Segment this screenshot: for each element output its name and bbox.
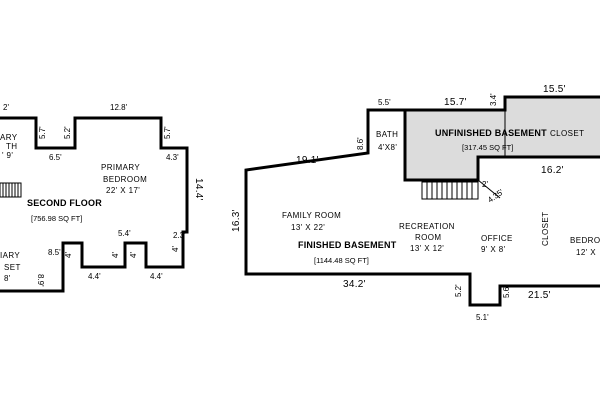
dim-span-43: 4.3' [166, 153, 179, 162]
bath-size: 4'X8' [378, 143, 397, 152]
dim-top-55: 5.5' [378, 98, 391, 107]
second-floor-stairs [0, 182, 22, 198]
dim-diag-435: 4.35' [486, 187, 506, 204]
dim-left-side: 16.3' [231, 209, 242, 232]
primary-bath-line2: TH [6, 142, 17, 151]
dim-mid-162: 16.2' [541, 165, 564, 176]
dim-span-85: 8.5' [48, 248, 61, 257]
dim-bottom-44b: 4.4' [150, 272, 163, 281]
closet-vertical-label: CLOSET [541, 212, 550, 246]
primary-bath-line1: ARY [0, 133, 18, 142]
recreation-room-line1: RECREATION [399, 222, 455, 231]
dim-small-34: 3.4' [489, 93, 498, 106]
unfinished-basement-area [405, 97, 600, 180]
unfinished-basement-title: UNFINISHED BASEMENT [435, 128, 547, 138]
dim-bottom-342: 34.2' [343, 279, 366, 290]
closet-partial-size: 8' [4, 274, 11, 283]
second-floor-area: [756.98 SQ FT] [31, 214, 82, 223]
dim-small-4a: 4' [64, 252, 73, 258]
dim-span-89: 8.9' [36, 274, 45, 287]
family-room-name: FAMILY ROOM [282, 211, 341, 220]
office-name: OFFICE [481, 234, 513, 243]
dim-notch-51: 5.1' [476, 313, 489, 322]
closet-partial-line1: IARY [0, 251, 20, 260]
bath-right-wall [403, 108, 480, 182]
unfinished-basement-area-label: [317.45 SQ FT] [462, 143, 513, 152]
dim-notch-56: 5.6' [502, 285, 511, 298]
dim-top-left: 2' [3, 103, 9, 112]
basement-outer-wall [244, 95, 600, 307]
basement-stairs [421, 181, 479, 200]
dim-right-side: 14.4' [193, 178, 204, 201]
dim-bath-side: 8.6' [356, 137, 365, 150]
finished-basement-area: [1144.48 SQ FT] [314, 256, 369, 265]
family-room-size: 13' X 22' [291, 223, 325, 232]
unfinished-basement-wall [476, 155, 600, 182]
dim-bottom-215: 21.5' [528, 290, 551, 301]
dim-span-65: 6.5' [49, 153, 62, 162]
dim-top-mid: 12.8' [110, 103, 128, 112]
dim-bottom-44a: 4.4' [88, 272, 101, 281]
dim-notch-c: 5.7' [163, 126, 172, 139]
recreation-room-line2: ROOM [415, 233, 442, 242]
recreation-room-size: 13' X 12' [410, 244, 444, 253]
dim-span-54: 5.4' [118, 229, 131, 238]
primary-bath-size: ' 9' [2, 151, 13, 160]
dim-top-157: 15.7' [444, 97, 467, 108]
bedroom-partial-size: 12' X [576, 248, 596, 257]
dim-small-4d: 4' [171, 246, 180, 252]
dim-small-23: 2.3' [173, 231, 186, 240]
dim-notch-52: 5.2' [454, 284, 463, 297]
bedroom-partial-name: BEDRO [570, 236, 600, 245]
dim-small-4c: 4' [129, 252, 138, 258]
second-floor-title: SECOND FLOOR [27, 198, 102, 208]
primary-bedroom-line1: PRIMARY [101, 163, 140, 172]
dim-notch-a: 5.7' [38, 126, 47, 139]
second-floor-outer-wall [0, 116, 189, 293]
dim-notch-b: 5.2' [63, 126, 72, 139]
dim-mid-191: 19.1' [296, 155, 319, 166]
closet-label: CLOSET [550, 129, 584, 138]
closet-partial-line2: SET [4, 263, 21, 272]
dim-small-4b: 4' [111, 252, 120, 258]
basement-plan: 5.5' 15.7' 3.4' 15.5' 8.6' 19.1' 16.2' 2… [231, 84, 600, 322]
second-floor-plan: 2' 12.8' 5.7' 5.2' 5.7' 6.5' 4.3' 14.4' … [0, 103, 204, 293]
dim-small-2: 2' [482, 180, 488, 189]
stair-diagonal-wall [477, 179, 501, 199]
primary-bedroom-line2: BEDROOM [103, 175, 147, 184]
finished-basement-title: FINISHED BASEMENT [298, 240, 397, 250]
office-size: 9' X 8' [481, 245, 506, 254]
primary-bedroom-size: 22' X 17' [106, 186, 140, 195]
bath-name: BATH [376, 130, 398, 139]
dim-top-155: 15.5' [543, 84, 566, 95]
